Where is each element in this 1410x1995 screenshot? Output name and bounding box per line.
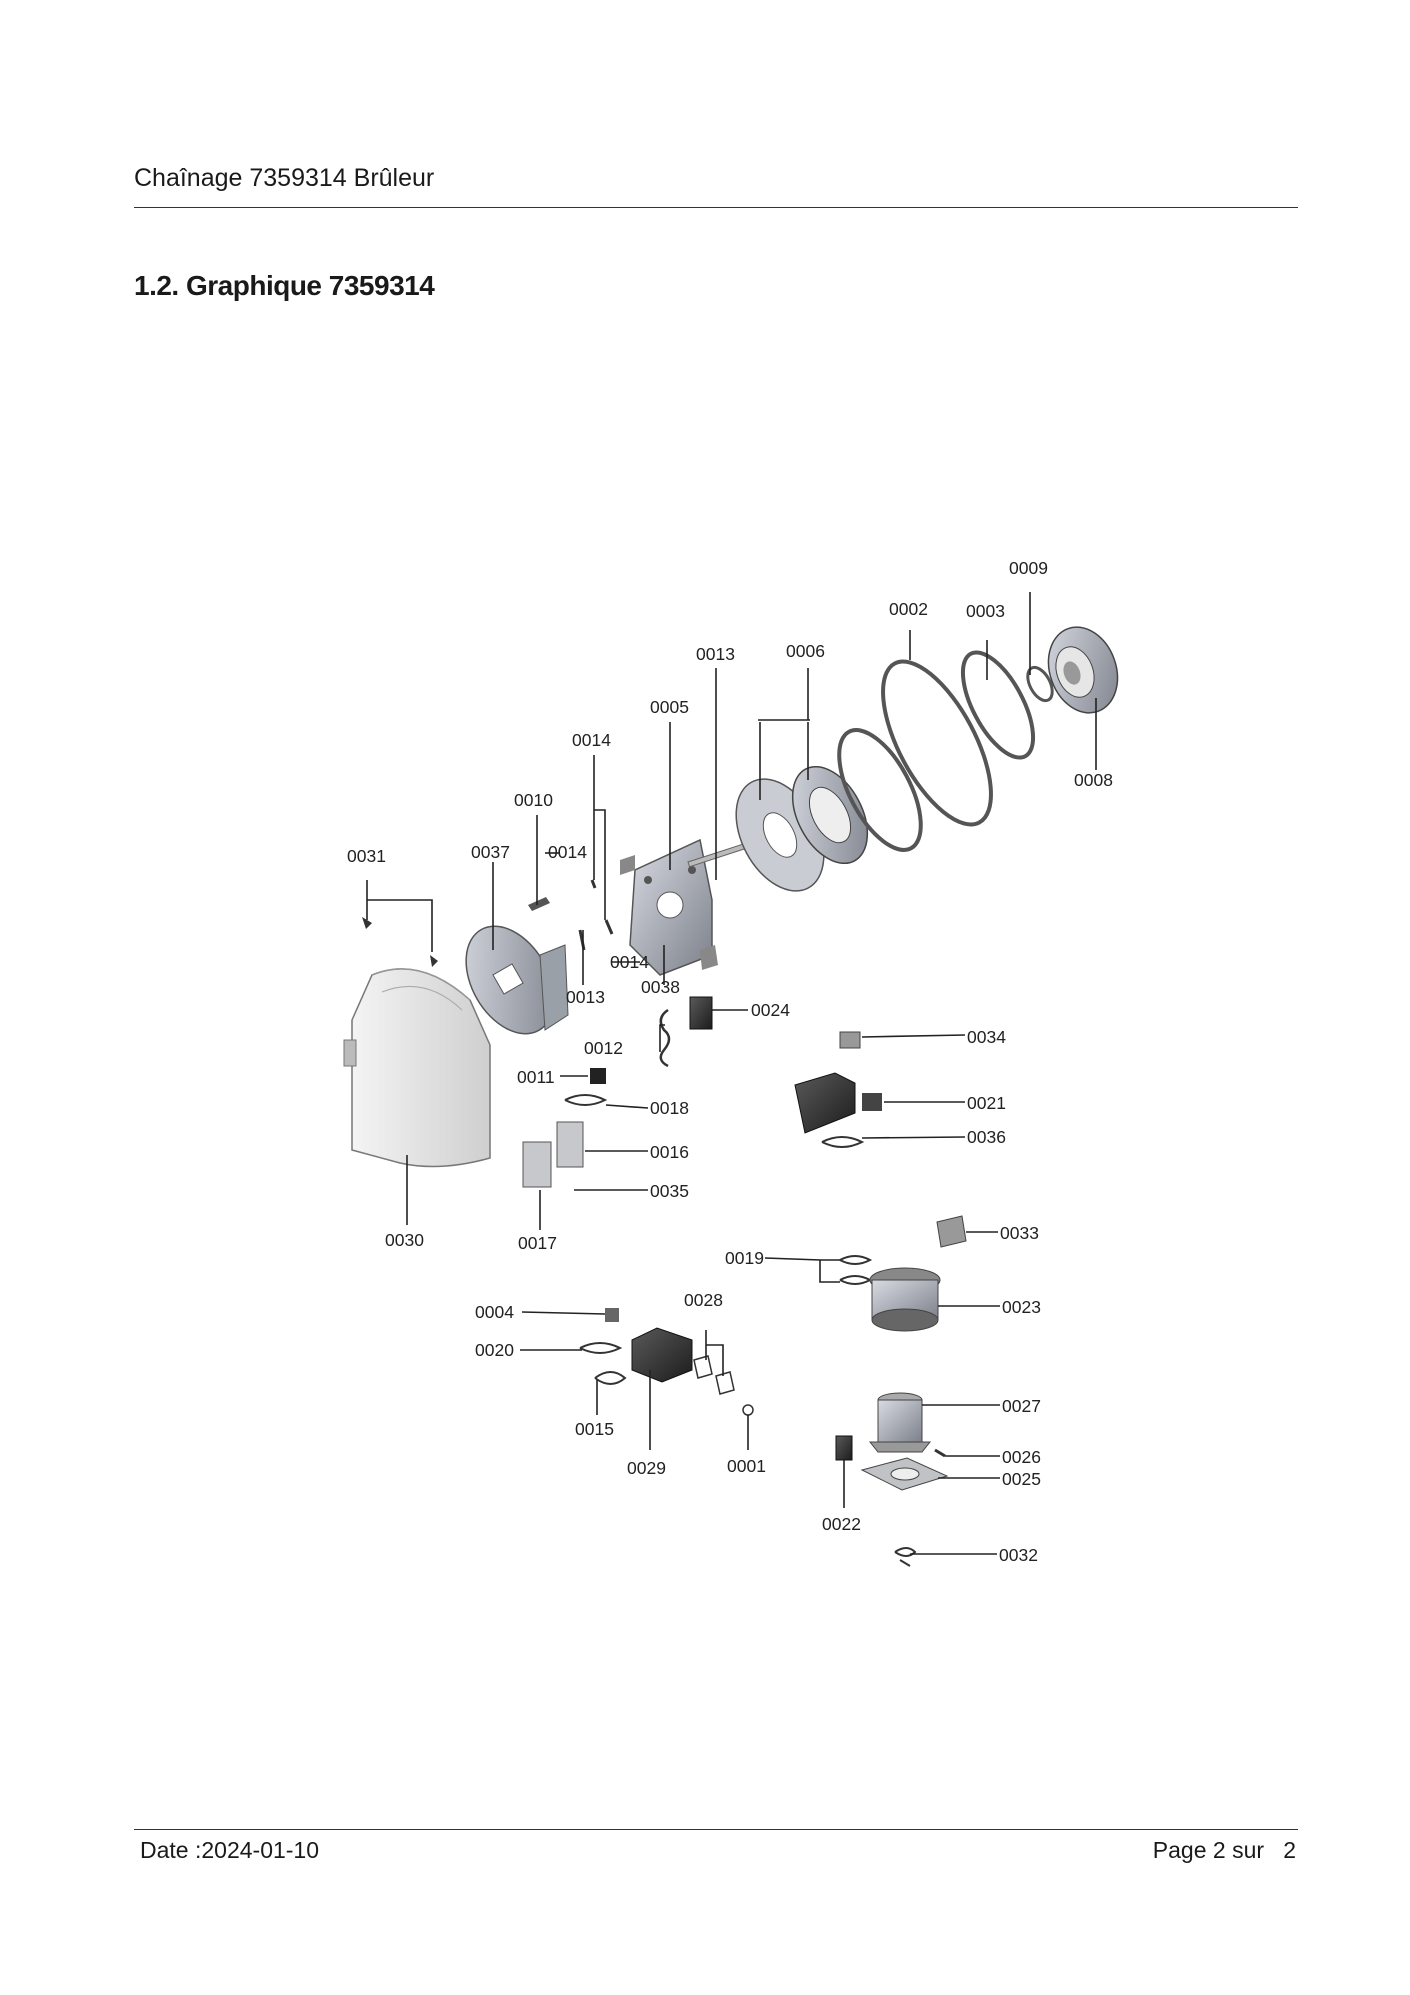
part-0008-head	[1047, 626, 1119, 714]
label-0028: 0028	[684, 1290, 723, 1310]
part-0026-screw	[934, 1448, 946, 1458]
part-0023-pump	[869, 1267, 941, 1332]
label-0021: 0021	[967, 1093, 1006, 1113]
part-0025-flange	[860, 1457, 949, 1491]
part-0002-ring	[881, 659, 993, 827]
label-0038: 0038	[641, 977, 680, 997]
leader-lines	[366, 592, 1097, 1555]
part-0017-bracket	[522, 1141, 552, 1188]
label-0015: 0015	[575, 1419, 614, 1439]
label-0031: 0031	[347, 846, 386, 866]
label-0032: 0032	[999, 1545, 1038, 1565]
header-title: Chaînage 7359314 Brûleur	[134, 164, 435, 192]
part-0015-cable	[594, 1371, 627, 1385]
label-0013-low: 0013	[566, 987, 605, 1007]
part-0009-ring	[1026, 665, 1054, 703]
label-0014-top: 0014	[572, 730, 611, 750]
label-0004: 0004	[475, 1302, 514, 1322]
part-0029-transformer	[631, 1327, 693, 1383]
label-0014-low: 0014	[610, 952, 649, 972]
header-divider	[134, 207, 1298, 208]
footer-page-number: Page 2 sur 2	[1152, 1837, 1296, 1863]
section-heading: 1.2. Graphique 7359314	[134, 270, 435, 301]
label-0014-mid: 0014	[548, 842, 587, 862]
part-0018-cable	[564, 1094, 608, 1106]
label-0025: 0025	[1002, 1469, 1041, 1489]
part-0027-nozzle	[868, 1392, 932, 1453]
part-0037-plate	[465, 925, 569, 1035]
part-0033-plate	[936, 1215, 967, 1248]
label-0029: 0029	[627, 1458, 666, 1478]
part-0005-backplate	[620, 838, 757, 976]
part-0024-ignition	[689, 996, 713, 1030]
label-0010: 0010	[514, 790, 553, 810]
part-0020-cable	[579, 1342, 623, 1354]
label-0018: 0018	[650, 1098, 689, 1118]
callout-labels: 0031 0037 0010 0014 0014 0014 0013 0038 …	[347, 558, 1113, 1565]
label-0013-top: 0013	[696, 644, 735, 664]
label-0034: 0034	[967, 1027, 1006, 1047]
part-0036-cable	[821, 1136, 865, 1148]
part-0022-coil	[835, 1435, 853, 1461]
label-0023: 0023	[1002, 1297, 1041, 1317]
label-0012: 0012	[584, 1038, 623, 1058]
label-0035: 0035	[650, 1181, 689, 1201]
part-0012-cable	[659, 1008, 671, 1068]
part-0004-item	[605, 1308, 619, 1322]
label-0019: 0019	[725, 1248, 764, 1268]
label-0006: 0006	[786, 641, 825, 661]
footer-divider	[134, 1829, 1298, 1830]
label-0037: 0037	[471, 842, 510, 862]
part-0003-ring	[960, 650, 1036, 760]
label-0001: 0001	[727, 1456, 766, 1476]
part-0034-photocell	[839, 1031, 861, 1049]
part-0011-block	[590, 1068, 606, 1084]
part-0016-bracket	[556, 1121, 584, 1168]
label-0017: 0017	[518, 1233, 557, 1253]
label-0002: 0002	[889, 599, 928, 619]
part-0031-screw	[362, 917, 438, 967]
label-0022: 0022	[822, 1514, 861, 1534]
parts-graphics	[343, 626, 1119, 1567]
part-0032-clip	[894, 1547, 917, 1567]
label-0020: 0020	[475, 1340, 514, 1360]
part-0028-gasket	[693, 1355, 735, 1395]
label-0009: 0009	[1009, 558, 1048, 578]
part-0001-pin	[742, 1404, 754, 1416]
part-ring-gasket	[837, 728, 923, 852]
label-0008: 0008	[1074, 770, 1113, 790]
footer-date: Date :2024-01-10	[140, 1837, 320, 1863]
label-0016: 0016	[650, 1142, 689, 1162]
label-0030: 0030	[385, 1230, 424, 1250]
part-0030-cover	[343, 968, 491, 1168]
part-0021-relay	[862, 1093, 882, 1111]
part-0019-cables	[839, 1255, 873, 1285]
label-0005: 0005	[650, 697, 689, 717]
label-0024: 0024	[751, 1000, 790, 1020]
label-0036: 0036	[967, 1127, 1006, 1147]
label-0011: 0011	[517, 1067, 555, 1087]
label-0033: 0033	[1000, 1223, 1039, 1243]
part-0014-rods	[578, 879, 614, 951]
part-0010-clip	[528, 897, 550, 911]
label-0003: 0003	[966, 601, 1005, 621]
label-0027: 0027	[1002, 1396, 1041, 1416]
part-0021-control-box	[794, 1072, 856, 1134]
label-0026: 0026	[1002, 1447, 1041, 1467]
